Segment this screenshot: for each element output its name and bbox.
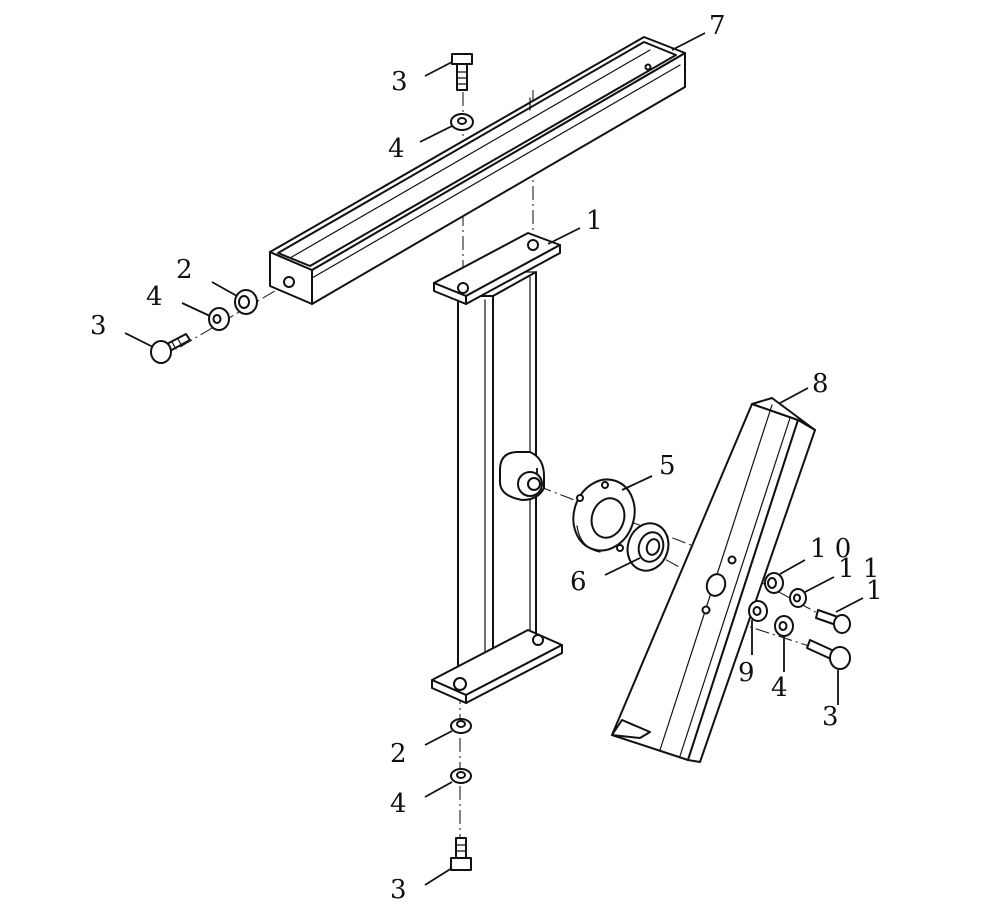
hex-nut-bottom	[450, 718, 472, 734]
callout-9: 9	[738, 658, 755, 688]
leader-lines	[124, 32, 864, 886]
callout-11-lower: 1	[866, 576, 883, 606]
callout-2-left: 2	[176, 255, 193, 285]
callout-3-right: 3	[822, 702, 839, 732]
part-1-post-assembly	[431, 232, 563, 704]
part-7-square-tube	[269, 36, 686, 305]
washer-9	[748, 600, 768, 622]
hex-nut-left	[234, 289, 258, 315]
callout-4-top: 4	[388, 134, 405, 164]
callout-3-top: 3	[391, 67, 408, 97]
top-fastener-group	[450, 53, 474, 131]
nut-10	[764, 572, 784, 594]
left-fastener-group	[150, 289, 258, 364]
bottom-fastener-group	[450, 718, 472, 871]
callout-7: 7	[709, 11, 726, 41]
bolt-bottom	[450, 837, 472, 871]
callout-2-bottom: 2	[390, 739, 407, 769]
callout-3-bottom: 3	[390, 875, 407, 905]
bolt-top	[451, 53, 473, 91]
callout-10: 1 0	[810, 534, 851, 564]
callout-8: 8	[812, 369, 829, 399]
bolt-left	[150, 333, 191, 364]
callout-3-left: 3	[90, 311, 107, 341]
washer-top	[450, 113, 474, 131]
callout-4-right: 4	[771, 673, 788, 703]
callout-1: 1	[586, 206, 603, 236]
callout-6: 6	[570, 567, 587, 597]
bolt-3-right	[806, 639, 851, 670]
part-5-flange	[572, 478, 636, 553]
callout-11-upper: 1 1	[838, 554, 879, 584]
callout-4-bottom: 4	[390, 789, 407, 819]
right-fastener-group	[748, 572, 851, 670]
part-8-angle-bar	[611, 397, 816, 763]
washer-left	[208, 307, 230, 331]
washer-11	[789, 588, 807, 608]
washer-bottom	[450, 768, 472, 784]
washer-4-right	[774, 615, 794, 637]
callout-5: 5	[659, 451, 676, 481]
callout-labels: 7 1 3 4 2 4 3 5 6 8 1 0 1 1 1 9 4 3 2 4 …	[90, 11, 883, 905]
bolt-11	[815, 609, 851, 634]
callout-4-left: 4	[146, 282, 163, 312]
